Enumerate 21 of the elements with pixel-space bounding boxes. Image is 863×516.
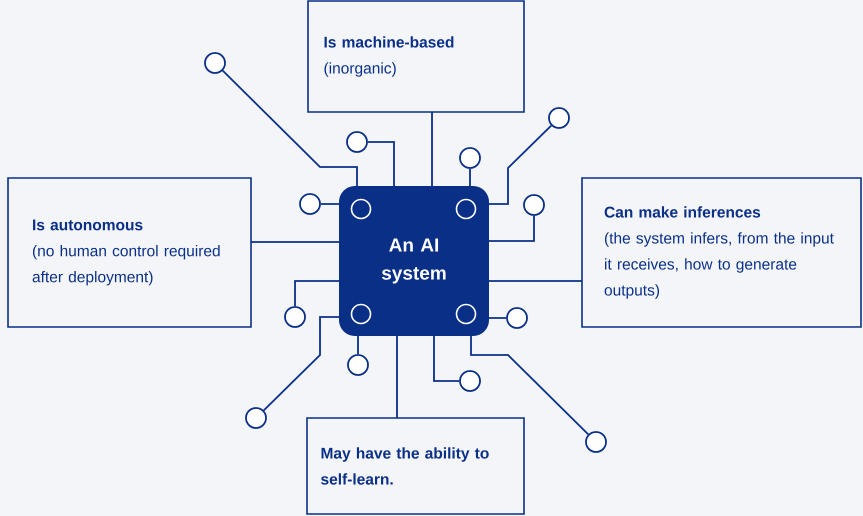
circuit-trace (320, 203, 339, 205)
circuit-trace (470, 336, 589, 435)
circuit-trace (489, 317, 506, 319)
circuit-trace (294, 280, 339, 306)
circuit-trace (263, 316, 339, 411)
text-box: Can make inferences (the system infers, from the input it receives, how to generate outputs) (581, 177, 862, 328)
circuit-trace (489, 216, 535, 242)
circuit-trace (251, 241, 339, 243)
text-box: May have the ability to self-learn. (306, 417, 525, 515)
circuit-trace (489, 124, 552, 205)
circuit-trace (431, 112, 433, 186)
text-box: Is machine-based (inorganic) (307, 0, 525, 113)
text-box: Is autonomous (no human control required after deployment) (7, 177, 252, 328)
circuit-trace (368, 141, 395, 186)
circuit-trace (433, 336, 460, 382)
circuit-trace (396, 336, 398, 418)
circuit-trace (357, 336, 359, 354)
circuit-trace (469, 168, 471, 186)
circuit-trace (489, 280, 582, 282)
chip: An AI system (339, 186, 489, 336)
circuit-trace (222, 70, 358, 186)
